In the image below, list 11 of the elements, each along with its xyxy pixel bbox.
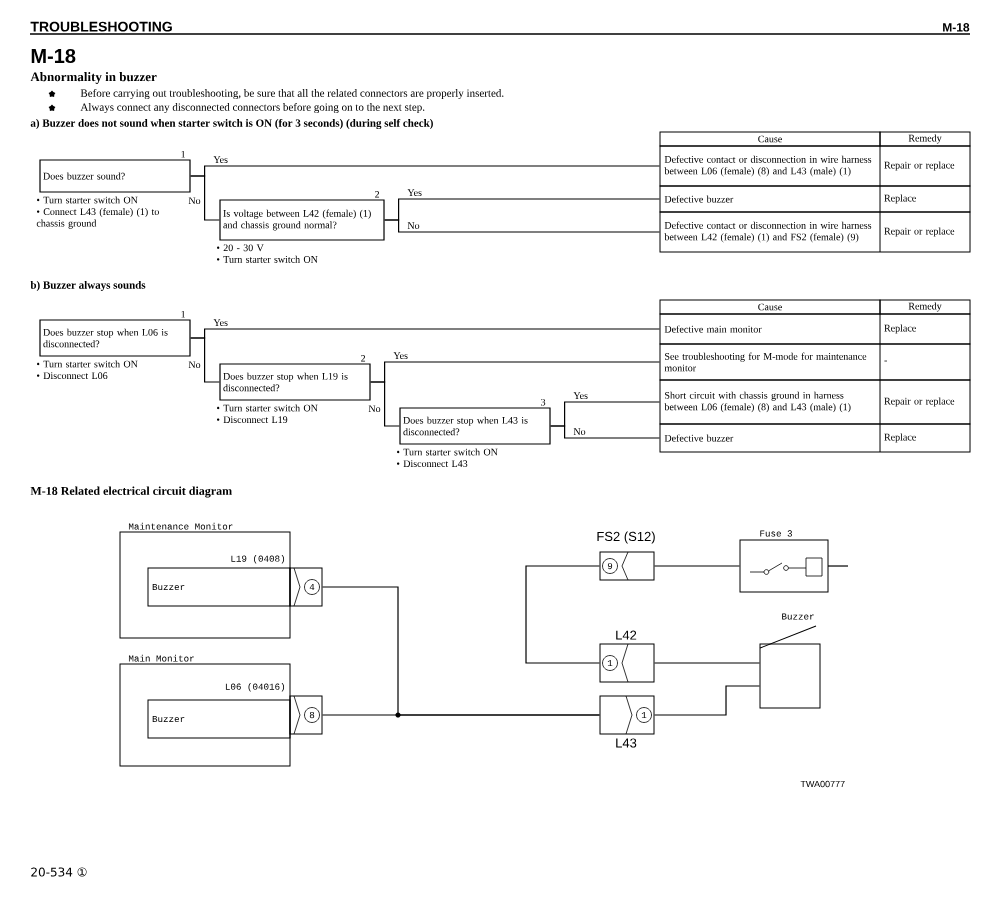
connector-line (653, 662, 761, 664)
connector-line (653, 565, 741, 567)
connector-line (321, 714, 601, 716)
connector-line (370, 381, 400, 427)
connector-line (384, 219, 661, 233)
section-title: M-18 (31, 48, 76, 64)
connector-line (190, 175, 220, 221)
connector-line (550, 425, 661, 439)
connector-line (525, 565, 601, 664)
connector-line (653, 685, 761, 716)
connector-line (190, 337, 220, 383)
